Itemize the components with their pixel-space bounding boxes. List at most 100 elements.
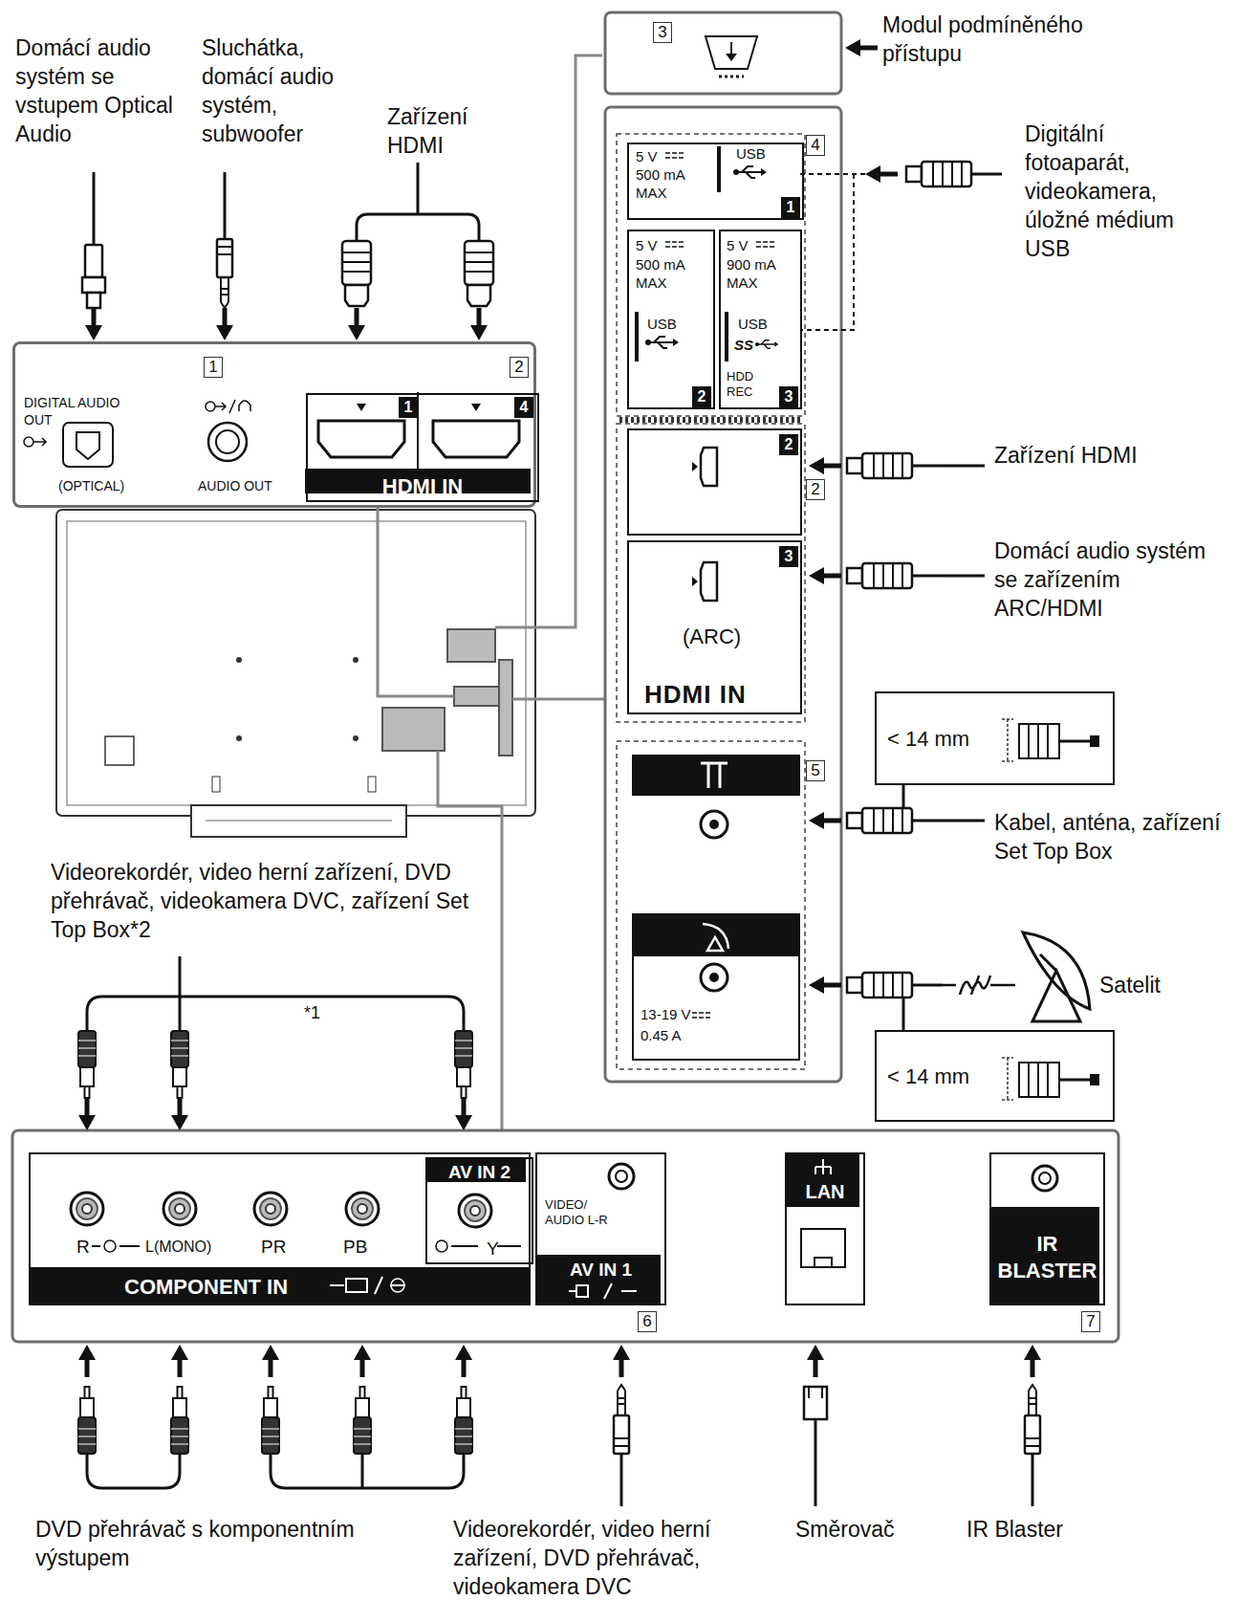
panel-a-art bbox=[208, 422, 247, 461]
right-panel-art bbox=[631, 912, 801, 956]
device-label: Sluchátka, domácí audio systém, subwoofe… bbox=[201, 34, 370, 150]
port-label: 2 bbox=[779, 434, 799, 456]
tv-back bbox=[382, 707, 445, 751]
port-label: USB bbox=[736, 145, 766, 164]
bottom-panel-art bbox=[814, 1257, 832, 1267]
bottom-cables bbox=[171, 1386, 189, 1454]
device-label: DVD přehrávač s komponentním výstupem bbox=[35, 1515, 390, 1573]
top-left-cables bbox=[93, 162, 479, 245]
top-left-cables bbox=[216, 307, 234, 341]
right-cables bbox=[1032, 954, 1081, 1021]
port-label: 1 bbox=[781, 196, 801, 218]
port-label: HDMI IN bbox=[309, 473, 536, 500]
port-label: 4 bbox=[514, 396, 534, 418]
bottom-cables bbox=[353, 1344, 371, 1377]
device-label: Domácí audio systém se vstupem Optical A… bbox=[15, 34, 197, 150]
bottom-cables bbox=[78, 1386, 96, 1454]
callout-number: 5 bbox=[805, 760, 826, 782]
callout-number: 4 bbox=[805, 134, 826, 156]
right-cables bbox=[800, 173, 866, 330]
right-panel-art bbox=[709, 819, 719, 829]
bottom-panel-art bbox=[435, 1239, 448, 1252]
tv-back bbox=[368, 776, 376, 792]
port-label: DIGITAL AUDIO OUT bbox=[23, 394, 137, 429]
bottom-cables bbox=[806, 1344, 825, 1377]
callout-number: 1 bbox=[203, 356, 223, 378]
satellite-input: 13-19 V 0.45 A bbox=[631, 912, 801, 1061]
bottom-panel-art bbox=[12, 1129, 1119, 1342]
panel-a-art bbox=[356, 403, 481, 412]
tv-back bbox=[56, 55, 606, 1130]
port-label: 13-19 V bbox=[640, 1005, 692, 1024]
callout-number: 2 bbox=[509, 356, 529, 378]
right-cables bbox=[942, 975, 1016, 995]
bottom-cables bbox=[353, 1386, 371, 1454]
port-label: Y bbox=[486, 1237, 500, 1260]
port-label: PB bbox=[343, 1235, 368, 1259]
port-label: 0.45 A bbox=[640, 1026, 682, 1045]
right-panel-art bbox=[605, 107, 842, 1082]
tv-back bbox=[236, 735, 242, 741]
panel-a-art bbox=[33, 437, 46, 446]
right-panel-art bbox=[705, 36, 758, 69]
callout-number: 3 bbox=[652, 21, 673, 44]
port-label: (ARC) bbox=[682, 623, 741, 651]
tv-back bbox=[236, 656, 242, 663]
port-label: IR BLASTER bbox=[993, 1230, 1102, 1283]
bottom-cables bbox=[1023, 1344, 1042, 1377]
right-cables bbox=[847, 807, 943, 833]
panel-a-art bbox=[318, 420, 520, 457]
bottom-cables bbox=[455, 1386, 473, 1454]
bottom-cables bbox=[621, 1418, 1033, 1506]
right-cables bbox=[808, 811, 842, 829]
right-panel-art bbox=[702, 923, 729, 951]
bottom-cables bbox=[78, 955, 1042, 1506]
right-cables bbox=[906, 161, 1002, 187]
usb-port: 5 V500 mA MAX USB 1 bbox=[627, 142, 804, 220]
bottom-panel-art bbox=[801, 1228, 846, 1267]
bottom-cables bbox=[455, 1344, 473, 1377]
right-panel-art bbox=[700, 963, 728, 991]
port-label: 2 bbox=[692, 386, 712, 408]
right-panel-art bbox=[709, 972, 719, 982]
tv-back bbox=[352, 735, 359, 741]
right-cables bbox=[808, 566, 842, 585]
bottom-panel-art bbox=[615, 1170, 628, 1182]
ir-blaster-port: IR BLASTER bbox=[989, 1151, 1106, 1305]
device-label: Domácí audio systém se zařízením ARC/HDM… bbox=[994, 537, 1213, 624]
port-label: HDD REC bbox=[726, 369, 769, 401]
port-label: < 14 mm bbox=[887, 725, 970, 753]
right-cables bbox=[808, 456, 842, 475]
right-panel-art bbox=[730, 42, 733, 56]
right-panel-art bbox=[725, 53, 738, 62]
lan-port: LAN bbox=[784, 1151, 866, 1305]
bottom-cables bbox=[171, 1344, 189, 1377]
bottom-panel-art bbox=[30, 1266, 529, 1304]
right-panel-art bbox=[755, 340, 780, 348]
port-label: 5 V bbox=[635, 148, 658, 167]
port-label: 5 V bbox=[726, 237, 749, 256]
bottom-cables bbox=[261, 1344, 280, 1377]
component-input: RL(MONO)PRPBCOMPONENT INAV IN 2Y bbox=[28, 1151, 531, 1305]
port-label: 5 V bbox=[635, 237, 658, 256]
bottom-cables bbox=[78, 1030, 96, 1098]
port-label: 3 bbox=[779, 386, 799, 408]
port-label: VIDEO/ AUDIO L-R bbox=[544, 1196, 622, 1229]
right-panel-art bbox=[700, 447, 717, 601]
bottom-panel-art bbox=[329, 1276, 406, 1294]
port-label: 500 mA MAX bbox=[635, 166, 694, 203]
callout-number: 7 bbox=[1081, 1310, 1101, 1332]
panel-a-art bbox=[76, 432, 100, 459]
right-panel-art bbox=[724, 311, 729, 362]
connector-panel: DIGITAL AUDIO OUT(OPTICAL)AUDIO OUT14HDM… bbox=[12, 341, 537, 508]
bottom-cables bbox=[455, 1030, 473, 1098]
right-panel-art bbox=[718, 75, 744, 79]
right-panel-art bbox=[845, 39, 878, 57]
port-label: 1 bbox=[398, 396, 418, 418]
port-label: COMPONENT IN bbox=[124, 1273, 288, 1301]
bottom-panel-art bbox=[254, 1192, 287, 1225]
right-cables bbox=[847, 563, 943, 588]
bottom-cables bbox=[455, 1097, 473, 1130]
device-label: Digitální fotoaparát, videokamera, úložn… bbox=[1024, 120, 1193, 263]
